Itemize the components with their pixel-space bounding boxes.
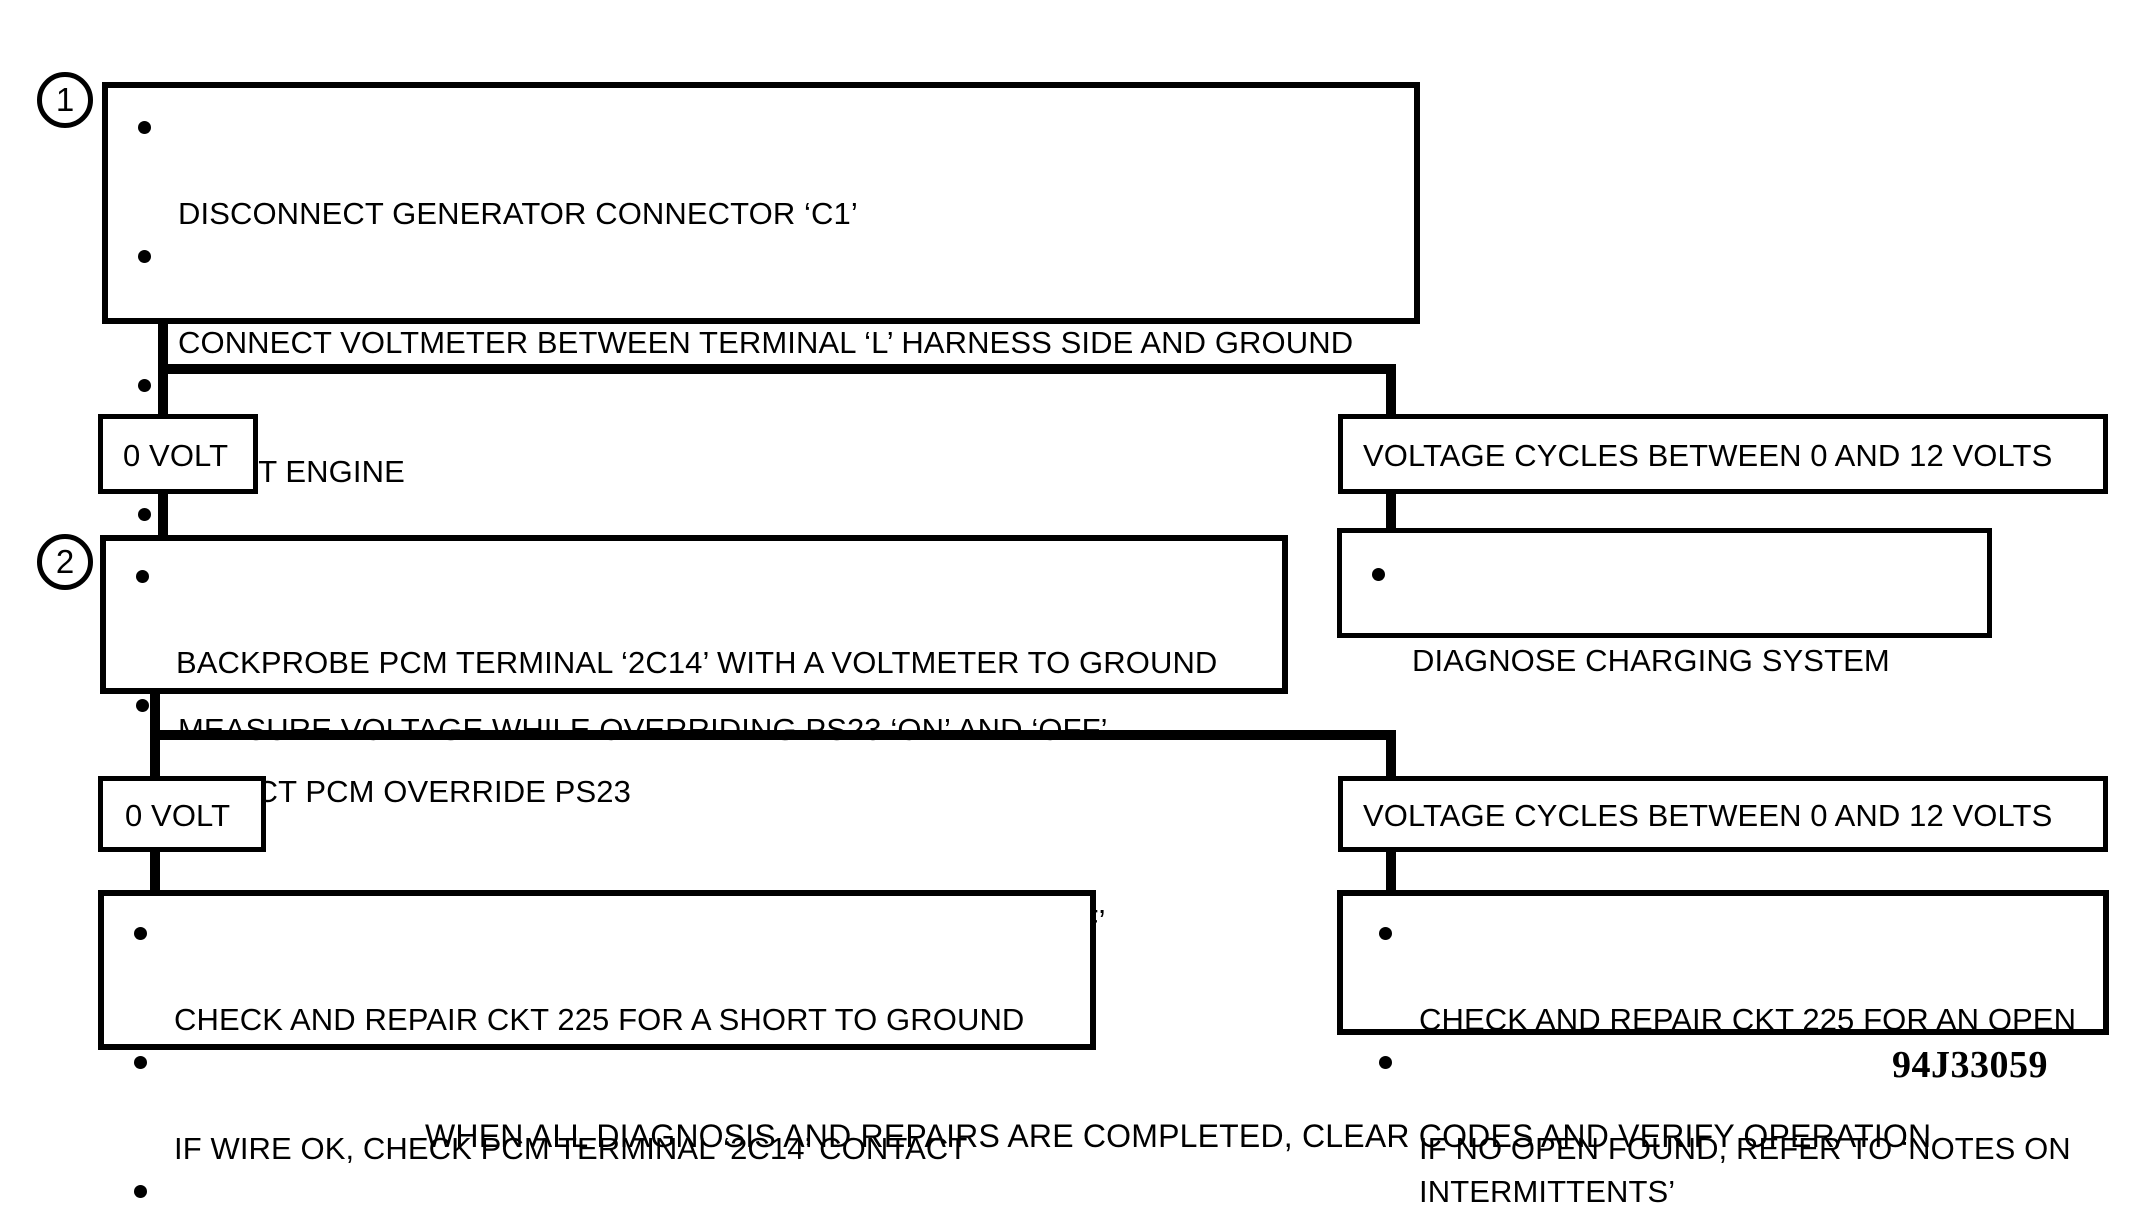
step-1-box: DISCONNECT GENERATOR CONNECTOR ‘C1’ CONN… [102,82,1420,747]
bullet-dot-icon [136,570,149,583]
step-number-2-label: 2 [55,543,75,580]
list-item: IF WIRE OK, CHECK PCM TERMINAL ‘2C14’ CO… [128,1041,1090,1170]
branch-voltage-cycles-box-2: VOLTAGE CYCLES BETWEEN 0 AND 12 VOLTS [1338,776,2108,852]
outcome-short-to-ground-list: CHECK AND REPAIR CKT 225 FOR A SHORT TO … [104,896,1090,1224]
bullet-dot-icon [138,379,151,392]
connector-row1-left-down [158,364,168,419]
branch-voltage-cycles-label-1: VOLTAGE CYCLES BETWEEN 0 AND 12 VOLTS [1363,438,2053,473]
connector-row1-horizontal [158,364,1396,374]
list-item-text: DIAGNOSE CHARGING SYSTEM [1412,643,1890,678]
bullet-dot-icon [138,250,151,263]
figure-id-label: 94J33059 [1892,1044,2048,1086]
list-item-text: MEASURE VOLTAGE WHILE OVERRIDING PS23 ‘O… [178,712,1108,747]
connector-row2-right-down [1386,730,1396,780]
bullet-dot-icon [1372,568,1385,581]
connector-row2-horizontal [150,730,1396,740]
step-number-1-label: 1 [55,81,75,118]
connector-step2-down [150,690,160,738]
list-item: DIAGNOSE CHARGING SYSTEM [1366,553,1987,682]
bullet-dot-icon [134,1185,147,1198]
bullet-dot-icon [138,121,151,134]
branch-0-volt-box-1: 0 VOLT [98,414,258,494]
list-item-text: DISCONNECT GENERATOR CONNECTOR ‘C1’ [178,196,858,231]
list-item: SELECT PCM OVERRIDE PS23 [130,684,1282,813]
list-item: DISCONNECT GENERATOR CONNECTOR ‘C1’ [132,106,1414,235]
step-2-bullet-list: BACKPROBE PCM TERMINAL ‘2C14’ WITH A VOL… [106,541,1282,942]
list-item: IF NO OPEN FOUND, REFER TO ‘NOTES ON INT… [1373,1041,2103,1213]
list-item-text: CHECK AND REPAIR CKT 225 FOR A SHORT TO … [174,1002,1025,1037]
bullet-dot-icon [134,1056,147,1069]
bullet-dot-icon [136,699,149,712]
branch-0-volt-box-2: 0 VOLT [98,776,266,852]
branch-voltage-cycles-box-1: VOLTAGE CYCLES BETWEEN 0 AND 12 VOLTS [1338,414,2108,494]
bullet-dot-icon [134,927,147,940]
branch-0-volt-label-1: 0 VOLT [123,438,229,473]
outcome-open-circuit-box: CHECK AND REPAIR CKT 225 FOR AN OPEN IF … [1337,890,2109,1209]
step-number-1: 1 [37,72,93,128]
connector-cycles2-down [1386,848,1396,894]
connector-row1-right-down [1386,364,1396,419]
connector-0volt2-down [150,848,160,894]
list-item-text: IF NO OPEN FOUND, REFER TO ‘NOTES ON INT… [1419,1131,2071,1209]
step-2-box: BACKPROBE PCM TERMINAL ‘2C14’ WITH A VOL… [100,535,1288,938]
list-item-text: CONNECT VOLTMETER BETWEEN TERMINAL ‘L’ H… [178,325,1354,360]
list-item: CONNECT VOLTMETER BETWEEN TERMINAL ‘L’ H… [132,235,1414,364]
list-item: IF TERMINAL CONTACT OK, REPLACE PCM [128,1170,1090,1224]
outcome-open-circuit-list: CHECK AND REPAIR CKT 225 FOR AN OPEN IF … [1343,896,2103,1213]
figure-caption: WHEN ALL DIAGNOSIS AND REPAIRS ARE COMPL… [425,1118,1932,1154]
list-item: CHECK AND REPAIR CKT 225 FOR A SHORT TO … [128,912,1090,1041]
list-item-text: CHECK AND REPAIR CKT 225 FOR AN OPEN [1419,1002,2077,1037]
outcome-diagnose-charging-list: DIAGNOSE CHARGING SYSTEM [1342,533,1987,682]
list-item: START ENGINE [132,364,1414,493]
list-item: CHECK AND REPAIR CKT 225 FOR AN OPEN [1373,912,2103,1041]
outcome-diagnose-charging-box: DIAGNOSE CHARGING SYSTEM [1337,528,1992,678]
bullet-dot-icon [1379,1056,1392,1069]
connector-step1-down [158,320,168,368]
list-item-text: BACKPROBE PCM TERMINAL ‘2C14’ WITH A VOL… [176,645,1218,680]
bullet-dot-icon [138,508,151,521]
branch-voltage-cycles-label-2: VOLTAGE CYCLES BETWEEN 0 AND 12 VOLTS [1363,798,2053,833]
list-item: BACKPROBE PCM TERMINAL ‘2C14’ WITH A VOL… [130,555,1282,684]
list-item-text: IF WIRE OK, CHECK PCM TERMINAL ‘2C14’ CO… [174,1131,968,1166]
connector-cycles1-down [1386,490,1396,528]
step-number-2: 2 [37,534,93,590]
branch-0-volt-label-2: 0 VOLT [125,798,231,833]
outcome-short-to-ground-box: CHECK AND REPAIR CKT 225 FOR A SHORT TO … [98,890,1096,1198]
bullet-dot-icon [1379,927,1392,940]
connector-0volt1-down [158,490,168,538]
list-item: MEASURE VOLTAGE WHILE OVERRIDING PS23 ‘O… [132,622,1414,751]
connector-row2-left-down [150,730,160,780]
